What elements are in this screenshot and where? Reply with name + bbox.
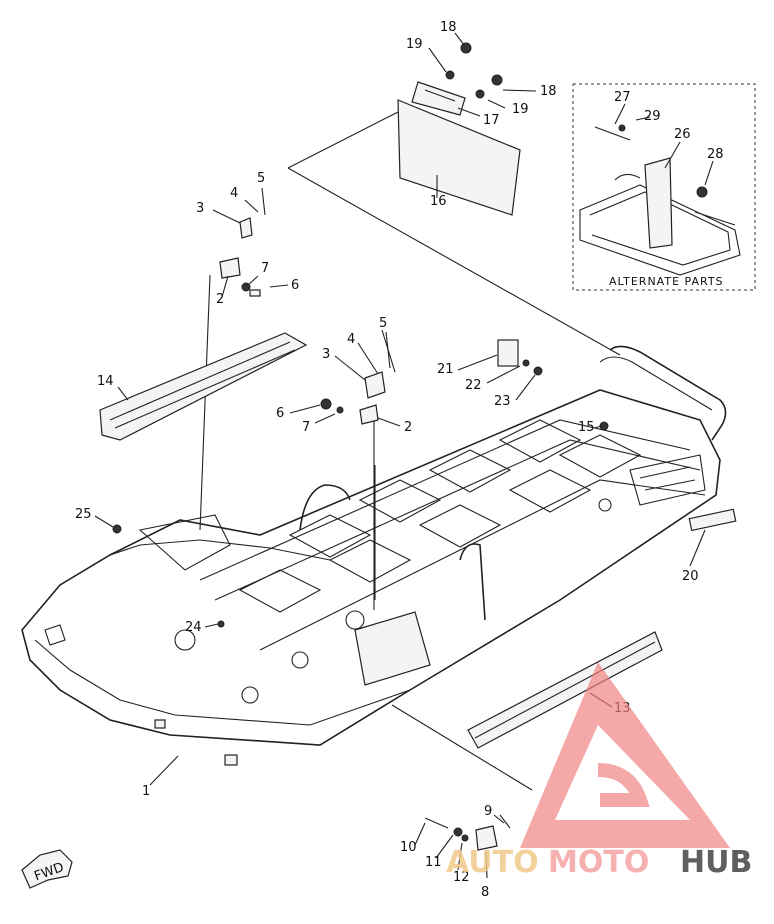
watermark: AUTO MOTO HUB	[446, 662, 752, 880]
hardware-parts	[112, 187, 609, 851]
alternate-parts-box: ALTERNATE PARTS	[572, 83, 756, 291]
callout-24: 24	[185, 620, 202, 635]
callout-3-top: 3	[196, 201, 204, 216]
chassis-frame	[21, 345, 737, 766]
callout-4-mid: 4	[347, 332, 355, 347]
alternate-parts-label: ALTERNATE PARTS	[609, 275, 724, 288]
callout-6-mid: 6	[276, 406, 284, 421]
callout-17: 17	[483, 113, 500, 128]
callout-8: 8	[481, 885, 489, 900]
callout-29: 29	[644, 109, 661, 124]
callout-26: 26	[674, 127, 691, 142]
callout-25: 25	[75, 507, 92, 522]
footrest-13	[467, 631, 663, 749]
callout-5-mid: 5	[379, 316, 387, 331]
callout-23: 23	[494, 394, 511, 409]
callout-5-top: 5	[257, 171, 265, 186]
callout-2-top: 2	[216, 292, 224, 307]
callout-6-top: 6	[291, 278, 299, 293]
callout-14: 14	[97, 374, 114, 389]
watermark-moto: MOTO	[548, 845, 649, 880]
callout-28: 28	[707, 147, 724, 162]
callout-1: 1	[142, 784, 150, 799]
watermark-auto: AUTO	[446, 845, 539, 880]
watermark-logo-icon	[520, 662, 730, 848]
callout-3-mid: 3	[322, 347, 330, 362]
callout-9: 9	[484, 804, 492, 819]
callout-19-top: 19	[406, 37, 423, 52]
callout-11: 11	[425, 855, 442, 870]
callout-21: 21	[437, 362, 454, 377]
callout-10: 10	[400, 840, 417, 855]
callout-7-mid: 7	[302, 420, 310, 435]
callout-16: 16	[430, 194, 447, 209]
watermark-hub: HUB	[680, 845, 752, 880]
callout-18-right: 18	[540, 84, 557, 99]
callout-20: 20	[682, 569, 699, 584]
callout-15: 15	[578, 420, 595, 435]
callout-12: 12	[453, 870, 470, 885]
callout-4-top: 4	[230, 186, 238, 201]
callout-leaders	[94, 32, 714, 879]
fwd-arrow: FWD	[21, 849, 73, 889]
callout-18-top: 18	[440, 20, 457, 35]
leader-lines	[199, 111, 621, 791]
callout-2-mid: 2	[404, 420, 412, 435]
callout-19-right: 19	[512, 102, 529, 117]
flap-part-16	[397, 42, 521, 216]
callout-7-top: 7	[261, 261, 269, 276]
footrest-14	[99, 332, 308, 441]
callout-27: 27	[614, 90, 631, 105]
callout-22: 22	[465, 378, 482, 393]
